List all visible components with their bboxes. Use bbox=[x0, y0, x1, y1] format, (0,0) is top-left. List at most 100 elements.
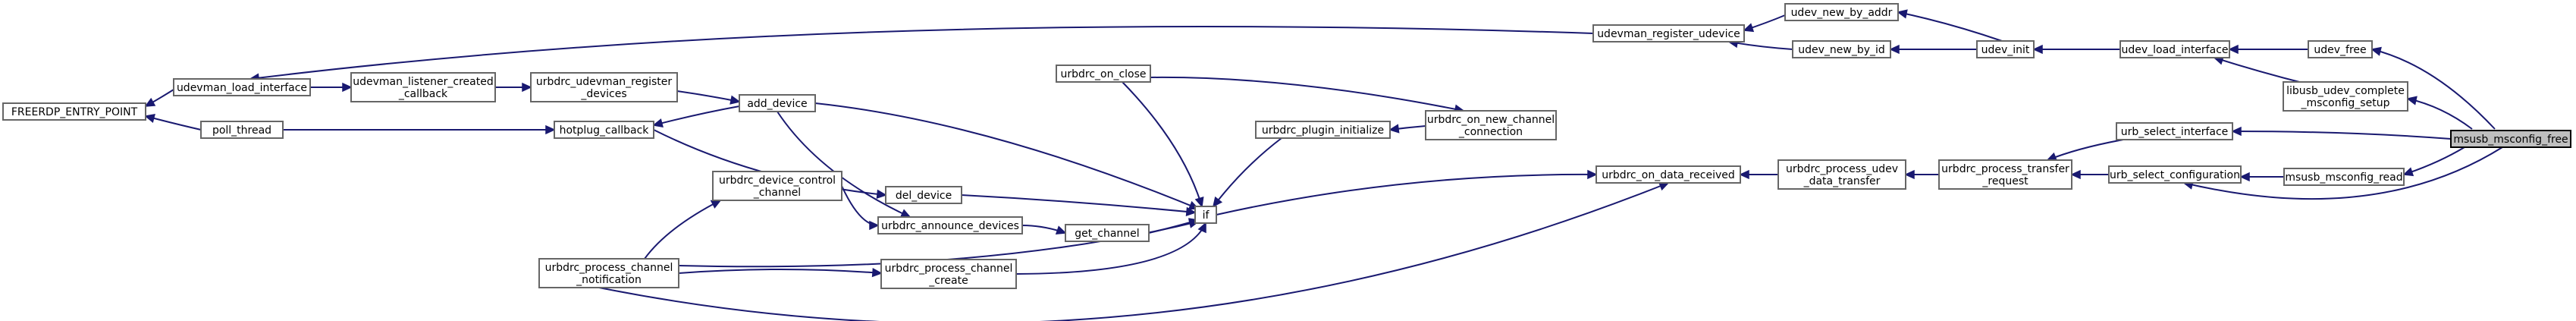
edge-poll_thread-to-hotplug_callback bbox=[283, 124, 556, 135]
node-urbdrc-on-close[interactable]: urbdrc_on_close bbox=[1056, 65, 1151, 83]
edge-line bbox=[2407, 98, 2473, 130]
node-urb-select-interface[interactable]: urb_select_interface bbox=[2116, 122, 2233, 140]
node-box bbox=[1976, 40, 2035, 58]
node-urbdrc-process-transfer-request[interactable]: urbdrc_process_transfer_request bbox=[1938, 159, 2072, 190]
edge-line bbox=[598, 182, 1669, 321]
node-msusb-msconfig-read[interactable]: msusb_msconfig_read bbox=[2283, 168, 2405, 186]
edge-if-to-urbdrc_on_data_received bbox=[1216, 169, 1598, 216]
node-box bbox=[2308, 40, 2373, 58]
node-poll-thread[interactable]: poll_thread bbox=[200, 121, 284, 139]
node-udev-new-by-addr[interactable]: udev_new_by_addr bbox=[1784, 3, 1899, 21]
node-box bbox=[173, 78, 311, 96]
node-label: urb_select_configuration bbox=[2110, 169, 2240, 181]
edge-arrowhead bbox=[2239, 172, 2250, 182]
edge-arrowhead bbox=[522, 82, 532, 93]
node-label: FREERDP_ENTRY_POINT bbox=[11, 106, 138, 118]
node-label: udev_free bbox=[2314, 44, 2366, 56]
node-box bbox=[200, 121, 284, 139]
edge-urbdrc_on_data_received-to-urbdrc_process_channel_notification bbox=[598, 181, 1670, 321]
edge-urbdrc_process_transfer_request-to-urb_select_interface bbox=[2046, 139, 2124, 162]
node-box bbox=[2283, 168, 2405, 186]
node-label: if bbox=[1203, 209, 1210, 222]
node-label: urbdrc_device_control bbox=[719, 175, 836, 187]
node-urbdrc-process-channel-notification[interactable]: urbdrc_process_channel_notification bbox=[538, 258, 679, 288]
edge-arrowhead bbox=[869, 220, 880, 231]
edge-line bbox=[1213, 137, 1282, 207]
node-label: urbdrc_plugin_initialize bbox=[1262, 124, 1384, 137]
node-label: urbdrc_on_new_channel bbox=[1427, 114, 1555, 126]
node-urbdrc-process-channel-create[interactable]: urbdrc_process_channel_create bbox=[880, 259, 1017, 289]
node-label: urbdrc_process_udev bbox=[1786, 163, 1898, 175]
node-box bbox=[1595, 165, 1741, 184]
node-libusb-udev-complete-msconfig-setup[interactable]: libusb_udev_complete_msconfig_setup bbox=[2283, 81, 2408, 112]
node-add-device[interactable]: add_device bbox=[739, 94, 816, 112]
node-urbdrc-udevman-register-devices[interactable]: urbdrc_udevman_register_devices bbox=[530, 72, 678, 102]
edge-line bbox=[1122, 81, 1203, 207]
node-udev-free[interactable]: udev_free bbox=[2308, 40, 2373, 58]
node-urbdrc-on-data-received[interactable]: urbdrc_on_data_received bbox=[1595, 165, 1741, 184]
node-urbdrc-device-control-channel[interactable]: urbdrc_device_control_channel bbox=[712, 171, 842, 201]
node-urbdrc-process-udev-data-transfer[interactable]: urbdrc_process_udev_data_transfer bbox=[1777, 159, 1906, 190]
node-label: del_device bbox=[896, 190, 952, 202]
edge-if-to-urbdrc_plugin_initialize bbox=[1212, 137, 1282, 208]
node-msusb-msconfig-free: msusb_msconfig_free bbox=[2450, 130, 2571, 148]
node-box bbox=[2450, 130, 2571, 148]
edge-arrowhead bbox=[730, 95, 741, 105]
node-box bbox=[554, 121, 654, 139]
edge-udev_init-to-udev_load_interface bbox=[2032, 44, 2120, 55]
edge-line bbox=[2047, 139, 2124, 161]
edge-arrowhead bbox=[2370, 46, 2382, 56]
node-del-device[interactable]: del_device bbox=[885, 186, 962, 204]
edge-urbdrc_announce_devices-to-urbdrc_device_control_channel bbox=[841, 185, 880, 231]
edge-arrowhead bbox=[1185, 206, 1197, 217]
node-label: udevman_listener_created bbox=[353, 76, 494, 88]
node-hotplug-callback[interactable]: hotplug_callback bbox=[554, 121, 654, 139]
edge-udev_new_by_id-to-udev_init bbox=[1889, 44, 1977, 55]
edge-if-to-urbdrc_process_channel_create bbox=[1015, 222, 1206, 275]
edge-arrowhead bbox=[1587, 169, 1598, 180]
edge-urbdrc_plugin_initialize-to-urbdrc_on_new_channel_connection bbox=[1388, 124, 1426, 134]
node-box bbox=[2283, 81, 2408, 112]
node-get-channel[interactable]: get_channel bbox=[1065, 224, 1150, 242]
node-udev-load-interface[interactable]: udev_load_interface bbox=[2119, 40, 2230, 58]
node-udevman-load-interface[interactable]: udevman_load_interface bbox=[173, 78, 311, 96]
node-label: udevman_load_interface bbox=[177, 82, 307, 94]
edge-udevman_register_udevice-to-udev_new_by_addr bbox=[1743, 14, 1786, 33]
edge-FREERDP_ENTRY_POINT-to-poll_thread bbox=[144, 114, 202, 131]
edge-arrowhead bbox=[1055, 225, 1067, 234]
node-box bbox=[530, 72, 678, 102]
node-box bbox=[739, 94, 816, 112]
edge-udev_load_interface-to-libusb_udev_complete_msconfig_setup bbox=[2213, 55, 2306, 84]
node-urbdrc-plugin-initialize[interactable]: urbdrc_plugin_initialize bbox=[1255, 121, 1391, 139]
node-udevman-register-udevice[interactable]: udevman_register_udevice bbox=[1592, 24, 1745, 42]
edge-line bbox=[676, 90, 740, 102]
node-box bbox=[880, 259, 1017, 289]
edge-arrowhead bbox=[871, 267, 883, 278]
node-label: _connection bbox=[1458, 126, 1523, 138]
node-label: _channel bbox=[753, 187, 801, 199]
node-box bbox=[2, 102, 146, 121]
node-label: msusb_msconfig_read bbox=[2285, 172, 2402, 184]
edge-urbdrc_on_data_received-to-urbdrc_process_udev_data_transfer bbox=[1739, 169, 1778, 180]
edge-line bbox=[678, 269, 882, 274]
edge-if-to-del_device bbox=[961, 194, 1197, 217]
node-box bbox=[1065, 224, 1150, 242]
edge-arrowhead bbox=[2406, 96, 2418, 105]
node-udev-new-by-id[interactable]: udev_new_by_id bbox=[1792, 40, 1891, 58]
node-urb-select-configuration[interactable]: urb_select_configuration bbox=[2108, 165, 2242, 184]
node-udevman-listener-created-callback[interactable]: udevman_listener_created_callback bbox=[350, 72, 496, 102]
node-udev-init[interactable]: udev_init bbox=[1976, 40, 2035, 58]
node-urbdrc-announce-devices[interactable]: urbdrc_announce_devices bbox=[877, 216, 1023, 234]
node-if[interactable]: if bbox=[1194, 206, 1217, 224]
edge-arrowhead bbox=[1212, 196, 1223, 208]
node-box bbox=[1938, 159, 2072, 190]
node-urbdrc-on-new-channel-connection[interactable]: urbdrc_on_new_channel_connection bbox=[1425, 110, 1557, 140]
node-label: msusb_msconfig_free bbox=[2453, 134, 2568, 146]
node-label: urbdrc_process_transfer bbox=[1941, 163, 2069, 175]
node-FREERDP-ENTRY-POINT[interactable]: FREERDP_ENTRY_POINT bbox=[2, 102, 146, 121]
edge-arrowhead bbox=[899, 209, 911, 218]
edge-line bbox=[2371, 49, 2496, 130]
node-box bbox=[350, 72, 496, 102]
node-label: hotplug_callback bbox=[560, 124, 650, 137]
edge-arrowhead bbox=[144, 97, 156, 107]
